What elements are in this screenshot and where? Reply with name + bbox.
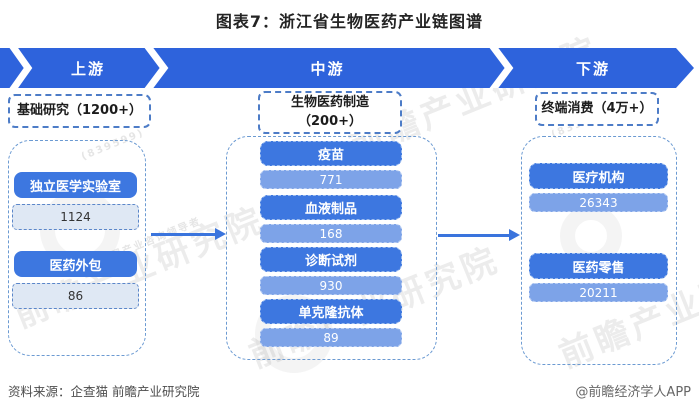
value-diagnostic-reagents: 930 bbox=[260, 276, 402, 295]
group-container-upstream bbox=[8, 140, 146, 356]
banner-label-downstream: 下游 bbox=[575, 59, 610, 78]
node-blood-products: 血液制品 bbox=[260, 195, 402, 220]
node-pharma-outsourcing: 医药外包 bbox=[14, 251, 137, 277]
value-independent-medical-lab: 1124 bbox=[12, 204, 139, 230]
stage-header-upstream-text: 基础研究（1200+） bbox=[16, 102, 143, 118]
flow-arrow-midstream-to-downstream bbox=[438, 229, 520, 241]
stage-header-downstream-text: 终端消费（4万+） bbox=[541, 100, 653, 116]
process-banner bbox=[0, 41, 699, 95]
node-medical-institutions: 医疗机构 bbox=[529, 163, 668, 189]
node-pharma-retail: 医药零售 bbox=[529, 253, 668, 279]
value-blood-products: 168 bbox=[260, 224, 402, 243]
chevron-band-graphic bbox=[0, 41, 694, 95]
value-vaccines: 771 bbox=[260, 170, 402, 189]
node-independent-medical-lab: 独立医学实验室 bbox=[14, 172, 137, 198]
stage-header-midstream-line2: （200+） bbox=[297, 113, 363, 129]
group-container-midstream bbox=[226, 136, 437, 360]
group-container-downstream bbox=[521, 136, 677, 365]
value-monoclonal-antibodies: 89 bbox=[260, 328, 402, 347]
banner-label-upstream: 上游 bbox=[70, 59, 105, 78]
flow-arrow-upstream-to-midstream bbox=[151, 228, 226, 240]
value-pharma-outsourcing: 86 bbox=[12, 283, 139, 309]
node-monoclonal-antibodies: 单克隆抗体 bbox=[260, 299, 402, 324]
node-diagnostic-reagents: 诊断试剂 bbox=[260, 247, 402, 272]
banner-label-midstream: 中游 bbox=[310, 59, 345, 78]
stage-header-downstream: 终端消费（4万+） bbox=[535, 92, 659, 126]
chart-title: 图表7：浙江省生物医药产业链图谱 bbox=[215, 12, 484, 31]
node-vaccines: 疫苗 bbox=[260, 141, 402, 166]
value-medical-institutions: 26343 bbox=[529, 193, 668, 212]
stage-header-midstream-line1: 生物医药制造 bbox=[290, 94, 369, 110]
value-pharma-retail: 20211 bbox=[529, 283, 668, 302]
stage-header-upstream: 基础研究（1200+） bbox=[8, 94, 151, 128]
source-note: 资料来源：企查猫 前瞻产业研究院 bbox=[8, 384, 200, 399]
credit-note: @前瞻经济学人APP bbox=[575, 385, 691, 400]
stage-header-midstream: 生物医药制造 （200+） bbox=[258, 91, 402, 134]
